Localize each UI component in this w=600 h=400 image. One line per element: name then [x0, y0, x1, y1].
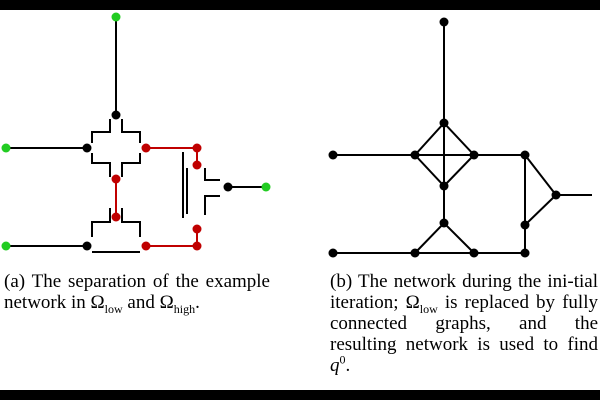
triangle-edge	[414, 221, 475, 254]
panel-b-edges	[333, 22, 592, 254]
superscript-zero: 0	[339, 352, 346, 367]
node	[111, 110, 121, 120]
node	[82, 241, 92, 251]
omega-symbol: Ω	[405, 292, 420, 313]
caption-b-text: (b) The network during the ini-tial iter…	[330, 271, 598, 313]
corner	[121, 208, 141, 237]
node	[82, 143, 92, 153]
node	[410, 150, 420, 160]
node	[520, 248, 530, 258]
subscript-low: low	[419, 301, 438, 316]
corner	[121, 119, 141, 143]
triangle-edge	[524, 154, 558, 226]
separator-node	[192, 160, 202, 170]
corner	[204, 168, 220, 181]
panel-a-cross-right	[182, 152, 220, 218]
omega-symbol: Ω	[159, 292, 174, 313]
node	[410, 248, 420, 258]
node	[439, 17, 449, 27]
separator-node	[192, 224, 202, 234]
separator-node	[192, 241, 202, 251]
caption-a-text: and	[122, 292, 160, 313]
diagrams	[1, 12, 592, 258]
caption-a: (a) The separation of the example networ…	[4, 271, 270, 316]
node	[439, 118, 449, 128]
separator-node	[141, 143, 151, 153]
separator-node	[111, 174, 121, 184]
q-symbol: q	[330, 355, 340, 376]
node	[520, 150, 530, 160]
panel-a-nodes	[1, 12, 271, 251]
omega-symbol: Ω	[90, 292, 105, 313]
node	[328, 248, 338, 258]
panel-a-separation-diagram	[1, 12, 271, 253]
boundary-node	[111, 12, 121, 22]
boundary-node	[261, 182, 271, 192]
node	[223, 182, 233, 192]
caption-b-text: is replaced by fully connected graphs, a…	[330, 292, 598, 355]
corner	[121, 153, 141, 177]
panel-b-network-diagram	[328, 17, 592, 258]
subscript-high: high	[173, 301, 196, 316]
node	[439, 218, 449, 228]
node	[520, 220, 530, 230]
panel-b-nodes	[328, 17, 561, 258]
caption-b-text: .	[345, 355, 351, 376]
subscript-low: low	[104, 301, 123, 316]
top-border	[0, 0, 600, 10]
separator-node	[192, 143, 202, 153]
bottom-border	[0, 390, 600, 400]
caption-a-text: .	[195, 292, 200, 313]
separator-node	[141, 241, 151, 251]
node	[551, 190, 561, 200]
caption-a-text: (a) The separation of the example networ…	[4, 271, 270, 313]
corner	[91, 208, 111, 237]
corner	[204, 195, 220, 215]
boundary-node	[1, 143, 11, 153]
corner	[91, 153, 111, 177]
boundary-node	[1, 241, 11, 251]
node	[328, 150, 338, 160]
panel-a-cross-lower	[91, 208, 141, 253]
panel-a-cross-upper	[91, 119, 141, 177]
node	[469, 248, 479, 258]
caption-b: (b) The network during the ini-tial iter…	[330, 271, 598, 376]
node	[469, 150, 479, 160]
corner	[91, 119, 111, 143]
panel-a-black-edges	[6, 17, 266, 247]
node	[439, 181, 449, 191]
separator-node	[111, 212, 121, 222]
